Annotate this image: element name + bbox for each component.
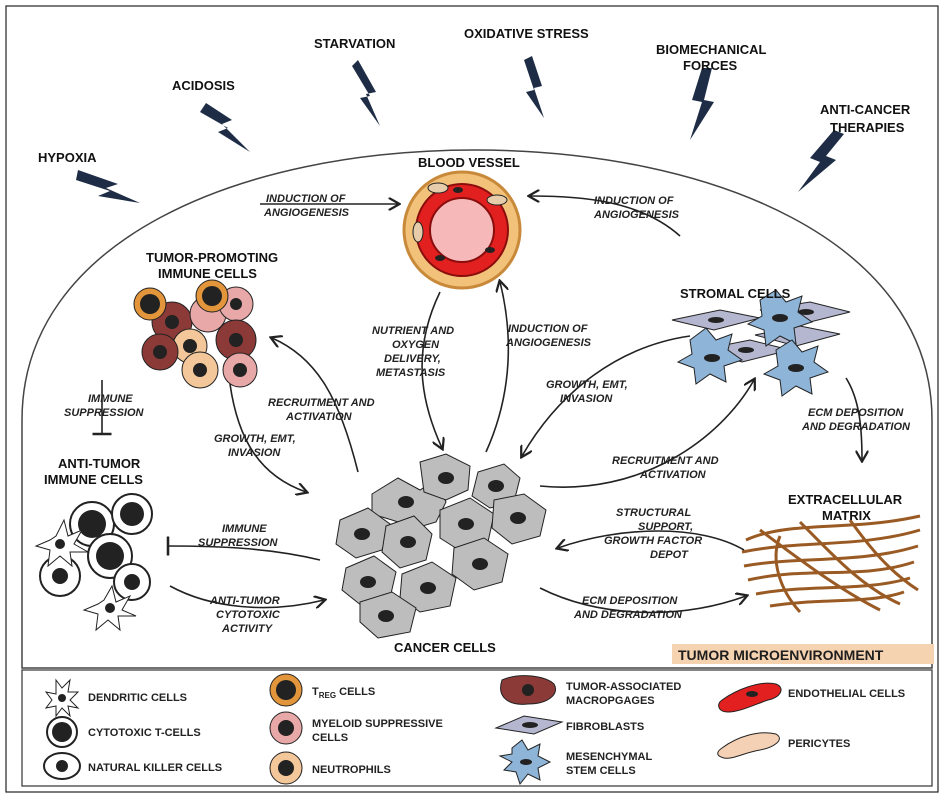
ecm-label-1: EXTRACELLULAR	[788, 492, 903, 507]
structural-2: SUPPORT,	[638, 521, 693, 533]
stromal-label: STROMAL CELLS	[680, 286, 791, 301]
biomech-label-2: FORCES	[683, 58, 738, 73]
anti-tumor-act-3: ACTIVITY	[221, 623, 274, 635]
legend: DENDRITIC CELLS CYTOTOXIC T-CELLS NATURA…	[22, 670, 932, 786]
blood-vessel-graphic	[404, 172, 520, 288]
ind-angio-right-1: INDUCTION OF	[594, 195, 674, 207]
ecm-label-2: MATRIX	[822, 508, 871, 523]
structural-3: GROWTH FACTOR	[604, 535, 702, 547]
legend-treg-sub: REG	[319, 691, 336, 700]
tumor-promoting-label-1: TUMOR-PROMOTING	[146, 250, 278, 265]
ind-angio-left-2: ANGIOGENESIS	[263, 207, 350, 219]
legend-treg-rest: CELLS	[336, 686, 375, 698]
legend-myeloid-2: CELLS	[312, 732, 348, 744]
anticancer-label-2: THERAPIES	[830, 120, 905, 135]
recruit-right-1: RECRUITMENT AND	[612, 455, 719, 467]
structural-1: STRUCTURAL	[616, 507, 691, 519]
immune-supp2-2: SUPPRESSION	[198, 537, 279, 549]
ind-angio-center-2: ANGIOGENESIS	[505, 337, 592, 349]
legend-fibroblasts: FIBROBLASTS	[566, 721, 644, 733]
growth-right-1: GROWTH, EMT,	[546, 379, 628, 391]
ind-angio-left-1: INDUCTION OF	[266, 193, 346, 205]
legend-neutrophils: NEUTROPHILS	[312, 764, 391, 776]
legend-endothelial: ENDOTHELIAL CELLS	[788, 688, 905, 700]
legend-dendritic: DENDRITIC CELLS	[88, 692, 187, 704]
anti-tumor-label-1: ANTI-TUMOR	[58, 456, 141, 471]
legend-msc-1: MESENCHYMAL	[566, 751, 652, 763]
legend-tam-2: MACROPGAGES	[566, 695, 655, 707]
immune-supp-2: SUPPRESSION	[64, 407, 145, 419]
ind-angio-right-2: ANGIOGENESIS	[593, 209, 680, 221]
ind-angio-center-1: INDUCTION OF	[508, 323, 588, 335]
acidosis-label: ACIDOSIS	[172, 78, 235, 93]
ecm-dep-right-2: AND DEGRADATION	[801, 421, 911, 433]
legend-tam-1: TUMOR-ASSOCIATED	[566, 681, 681, 693]
growth-left-2: INVASION	[228, 447, 281, 459]
growth-left-1: GROWTH, EMT,	[214, 433, 296, 445]
nutrient-4: METASTASIS	[376, 367, 446, 379]
recruit-left-2: ACTIVATION	[285, 411, 353, 423]
cancer-cells-label: CANCER CELLS	[394, 640, 496, 655]
legend-myeloid-1: MYELOID SUPPRESSIVE	[312, 718, 443, 730]
ecm-dep-bottom-1: ECM DEPOSITION	[582, 595, 678, 607]
recruit-right-2: ACTIVATION	[639, 469, 707, 481]
legend-nk: NATURAL KILLER CELLS	[88, 762, 222, 774]
immune-supp2-1: IMMUNE	[222, 523, 267, 535]
nutrient-3: DELIVERY,	[384, 353, 441, 365]
anti-tumor-act-1: ANTI-TUMOR	[209, 595, 280, 607]
ecm-dep-bottom-2: AND DEGRADATION	[573, 609, 683, 621]
hypoxia-label: HYPOXIA	[38, 150, 97, 165]
tumor-promoting-label-2: IMMUNE CELLS	[158, 266, 257, 281]
anti-tumor-label-2: IMMUNE CELLS	[44, 472, 143, 487]
starvation-label: STARVATION	[314, 36, 395, 51]
biomech-label-1: BIOMECHANICAL	[656, 42, 767, 57]
nutrient-2: OXYGEN	[392, 339, 440, 351]
legend-pericytes: PERICYTES	[788, 738, 850, 750]
tme-label: TUMOR MICROENVIRONMENT	[678, 647, 884, 663]
legend-cytotoxic: CYTOTOXIC T-CELLS	[88, 727, 201, 739]
immune-supp-1: IMMUNE	[88, 393, 133, 405]
legend-msc-2: STEM CELLS	[566, 765, 636, 777]
oxidative-stress-label: OXIDATIVE STRESS	[464, 26, 589, 41]
structural-4: DEPOT	[650, 549, 689, 561]
anti-tumor-act-2: CYTOTOXIC	[216, 609, 281, 621]
blood-vessel-label: BLOOD VESSEL	[418, 155, 520, 170]
anticancer-label-1: ANTI-CANCER	[820, 102, 911, 117]
nutrient-1: NUTRIENT AND	[372, 325, 454, 337]
ecm-dep-right-1: ECM DEPOSITION	[808, 407, 904, 419]
growth-right-2: INVASION	[560, 393, 613, 405]
recruit-left-1: RECRUITMENT AND	[268, 397, 375, 409]
